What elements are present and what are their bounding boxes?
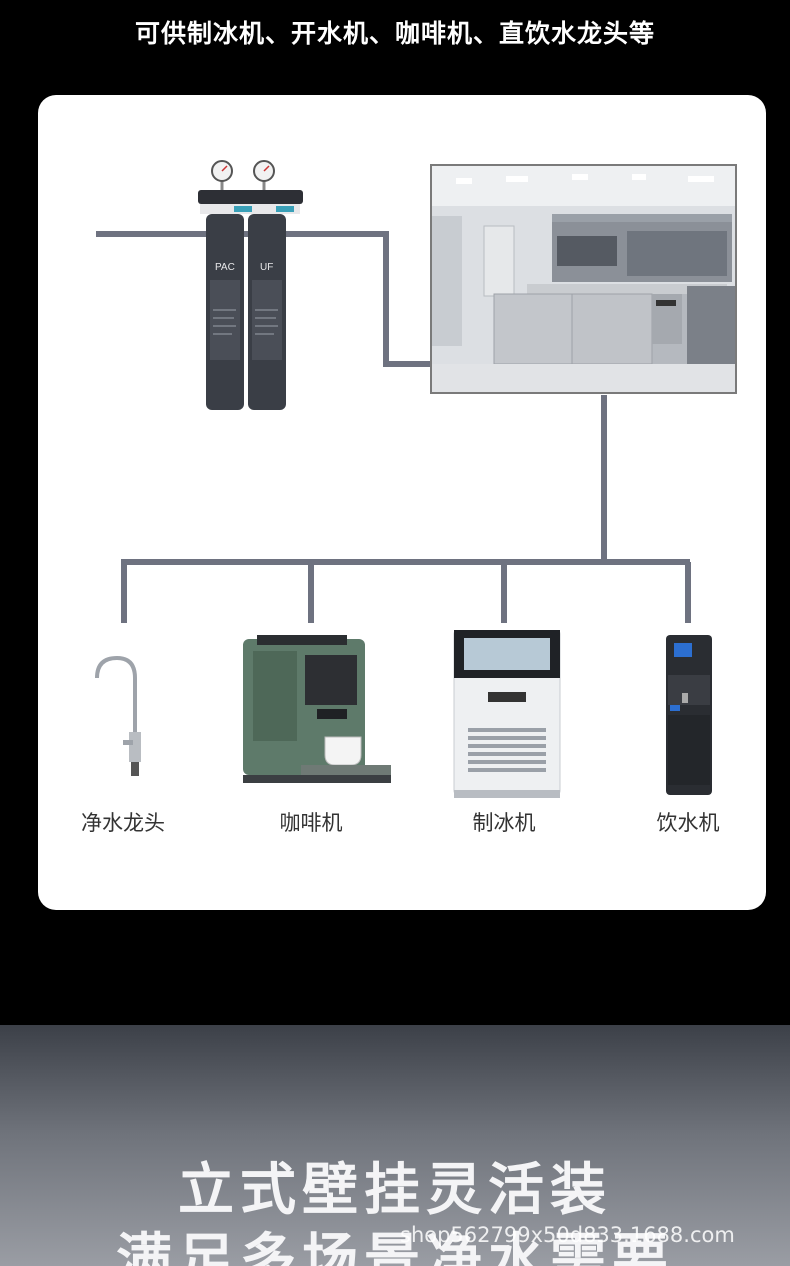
device-label-faucet: 净水龙头 xyxy=(81,811,165,835)
shop-watermark: shop562799x50d833.1688.com xyxy=(400,1223,735,1247)
filter-label-uf: UF xyxy=(260,262,273,273)
water-filter-unit: PAC UF xyxy=(198,160,308,419)
water-dispenser-icon xyxy=(666,635,712,795)
faucet-device xyxy=(93,652,153,786)
water-dispenser-device xyxy=(664,635,714,801)
faucet-icon xyxy=(95,655,141,776)
ice-maker-icon xyxy=(453,629,561,798)
slogan-line-1: 立式壁挂灵活装 xyxy=(178,1158,612,1223)
coffee-machine-device xyxy=(243,635,393,789)
commercial-kitchen-image xyxy=(430,164,737,394)
footer-banner: 立式壁挂灵活装 满足多场景净水需要 shop562799x50d833.1688… xyxy=(0,1025,790,1266)
filter-icon: PAC UF xyxy=(198,160,303,410)
page-headline: 可供制冰机、开水机、咖啡机、直饮水龙头等 xyxy=(134,19,655,48)
application-diagram-card: PAC UF xyxy=(38,95,766,910)
coffee-machine-icon xyxy=(243,635,391,783)
device-label-water-dispenser: 饮水机 xyxy=(656,811,720,835)
ice-maker-device xyxy=(450,629,565,809)
device-label-coffee-machine: 咖啡机 xyxy=(279,811,343,835)
slogan-line-2: 满足多场景净水需要 xyxy=(116,1228,674,1266)
filter-label-pac: PAC xyxy=(215,262,235,273)
kitchen-illustration xyxy=(432,166,735,392)
device-label-ice-maker: 制冰机 xyxy=(472,811,536,835)
